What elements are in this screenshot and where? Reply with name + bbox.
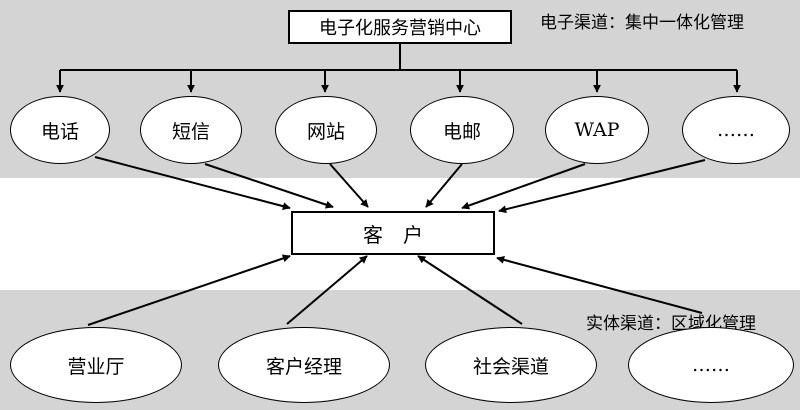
phone-to-customer-arrow — [94, 156, 291, 211]
channel-business-hall: 营业厅 — [10, 327, 182, 403]
wap-to-customer-arrow — [461, 163, 586, 210]
channel-wap: WAP — [545, 96, 649, 164]
channel-sms: 短信 — [140, 96, 242, 164]
sms-to-customer-arrow — [204, 163, 334, 209]
channel-account-manager: 客户经理 — [218, 327, 390, 403]
social-to-customer-arrow — [417, 255, 523, 325]
more-physical-to-customer-arrow — [496, 256, 703, 314]
channel-more-physical: …… — [628, 327, 794, 403]
service-marketing-center-box: 电子化服务营销中心 — [288, 10, 512, 44]
channel-email: 电邮 — [410, 96, 514, 164]
electronic-channel-caption: 电子渠道：集中一体化管理 — [540, 13, 744, 33]
channel-more-electronic: …… — [682, 96, 790, 164]
channel-social-channel: 社会渠道 — [425, 327, 597, 403]
channel-website: 网站 — [275, 96, 377, 164]
channel-phone: 电话 — [10, 96, 110, 164]
website-to-customer-arrow — [329, 163, 369, 208]
customer-box: 客 户 — [291, 211, 495, 255]
hall-to-customer-arrow — [87, 254, 291, 326]
email-to-customer-arrow — [425, 163, 463, 208]
more-electronic-to-customer-arrow — [498, 159, 706, 214]
manager-to-customer-arrow — [286, 255, 368, 325]
